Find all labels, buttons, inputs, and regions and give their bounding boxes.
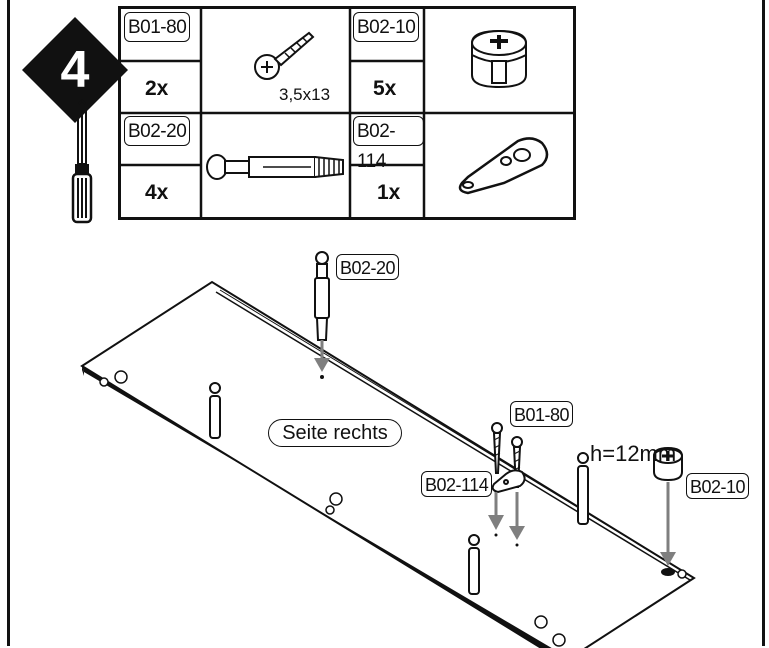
part-image-cell: 3,5x13 xyxy=(201,9,350,113)
bracket-b02-114-icon xyxy=(491,469,526,494)
part-image-cell xyxy=(424,9,573,113)
part-image-cell xyxy=(424,113,573,217)
callout-cam: B02-10 xyxy=(686,473,750,499)
part-qty: 4x xyxy=(145,181,169,204)
shelf-bracket-icon xyxy=(458,137,549,195)
part-qty: 5x xyxy=(373,77,397,100)
step-diamond-icon xyxy=(22,17,128,123)
part-qty: 1x xyxy=(377,181,401,204)
parts-grid xyxy=(121,9,573,217)
part-code-cell: B02-114 xyxy=(350,113,424,172)
edge-hole-icon xyxy=(99,370,687,647)
part-code: B02-10 xyxy=(353,12,420,42)
part-code: B01-80 xyxy=(124,12,191,42)
part-code: B02-20 xyxy=(124,116,191,146)
callout-bolt: B02-20 xyxy=(336,254,400,280)
bolt-b02-20-icon xyxy=(314,251,330,341)
page-frame xyxy=(7,0,765,646)
part-code-cell: B02-20 xyxy=(121,113,201,165)
cam-lock-icon xyxy=(471,29,527,89)
step-badge: 4 xyxy=(20,15,130,125)
part-size: 3,5x13 xyxy=(279,85,331,104)
parts-table: B01-80 2x 3,5x13 B02-10 5x B02-20 4x xyxy=(118,6,576,220)
part-image-cell xyxy=(201,113,350,217)
part-code-cell: B01-80 xyxy=(121,9,201,61)
screwdriver-icon xyxy=(71,99,93,224)
part-code: B02-114 xyxy=(353,116,424,172)
side-panel-end xyxy=(82,366,84,376)
part-qty: 2x xyxy=(145,77,169,100)
callout-screw: B01-80 xyxy=(510,401,574,427)
callout-bracket: B02-114 xyxy=(421,471,493,497)
panel-label: Seite rechts xyxy=(268,419,402,447)
screw-icon xyxy=(254,31,315,80)
part-code-cell: B02-10 xyxy=(350,9,424,61)
connecting-bolt-icon xyxy=(206,154,344,180)
installed-bolt-icon xyxy=(209,382,589,595)
height-note: h=12mm xyxy=(590,441,677,466)
cam-b02-10-icon xyxy=(653,446,683,482)
step-number: 4 xyxy=(60,41,90,99)
